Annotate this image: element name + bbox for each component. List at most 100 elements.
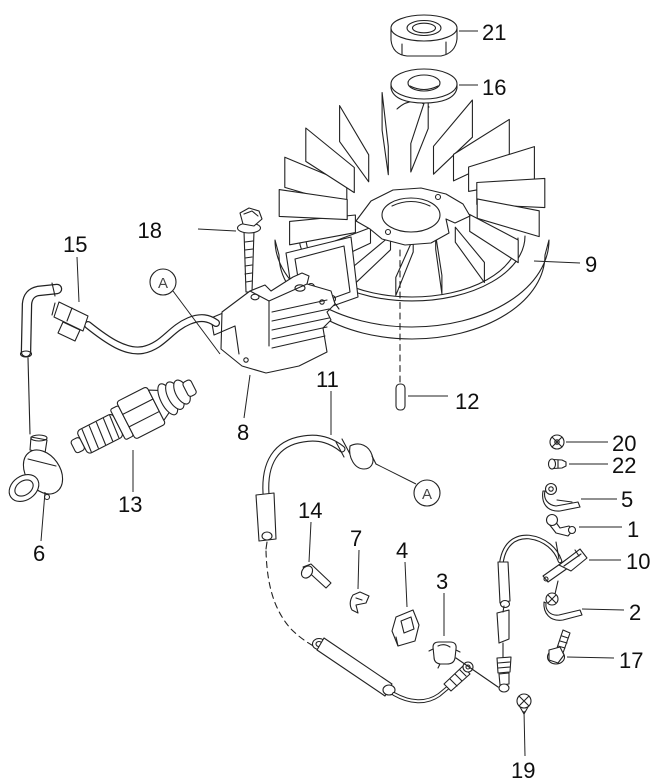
callout-15: 15 [63,232,87,303]
flywheel [274,90,550,385]
cable-clamp-2 [543,592,583,621]
flywheel-fin [289,214,356,246]
control-cable [496,534,563,693]
callout-14: 14 [298,498,322,563]
detail-marker-a-left: A [149,268,221,355]
flywheel-fin [339,105,370,183]
flywheel-fin [469,213,519,264]
flange-bolt-17 [546,629,571,665]
callout-label: 2 [629,600,641,625]
callout-20: 20 [566,431,636,456]
callout-label: 20 [612,431,636,456]
callout-label: 4 [396,538,408,563]
flywheel-fin [432,99,473,175]
callout-label: 9 [585,252,597,277]
flywheel-hub-bore [381,197,441,233]
flywheel-fin [381,92,389,176]
cable-sleeve-lower [496,609,510,644]
callout-16: 16 [459,75,506,100]
callout-label: 19 [511,758,535,783]
callout-13: 13 [118,450,142,517]
ignition-coil [210,272,336,374]
detail-marker-a-right: A [375,463,441,507]
callout-label: 18 [138,218,162,243]
detail-marker-label: A [158,275,168,292]
push-nut-20 [549,434,565,450]
callout-2: 2 [581,600,641,625]
callout-21: 21 [459,20,506,45]
leader-line [172,290,221,355]
callout-label: 15 [63,232,87,257]
flywheel-hub-hole [434,193,442,201]
flywheel-fins-front [278,189,540,296]
callout-12: 12 [408,389,479,414]
cable-end-lever-10 [542,548,588,583]
callout-label: 13 [118,492,142,517]
callout-8: 8 [237,374,251,445]
cable-sleeve-upper [497,561,511,604]
detail-marker-label: A [422,486,432,503]
cable-adjuster [443,665,471,692]
callout-18: 18 [138,218,237,243]
callout-label: 22 [612,453,636,478]
callout-9: 9 [533,252,597,277]
flywheel-key [395,383,406,411]
callout-label: 5 [621,487,633,512]
cable-clamp-5 [542,482,581,512]
bullet-connector [349,443,374,470]
callout-19: 19 [511,710,535,783]
cable-outer-sleeve [316,637,393,697]
cross-screw-19 [516,693,532,715]
callout-label: 16 [482,75,506,100]
flywheel-fins-back [284,90,546,209]
flywheel-fin [395,237,414,296]
callout-6: 6 [33,491,46,566]
clip-7 [349,591,370,614]
callout-10: 10 [589,549,650,574]
bushing-3 [428,641,461,669]
flywheel-rim-band [274,239,550,340]
flywheel-fin [278,189,348,221]
flywheel-fin [476,198,540,238]
throttle-cable [311,637,499,704]
callout-3: 3 [436,569,448,636]
lever-1 [545,513,577,537]
flywheel-fin [435,234,443,295]
callout-label: 12 [455,389,479,414]
callout-label: 17 [619,648,643,673]
callout-label: 1 [627,517,639,542]
coil-mount-bolt [236,207,263,293]
flywheel-washer [390,68,458,104]
callouts: 21 16 9 18 15 8 11 12 [33,20,650,783]
callout-22: 22 [569,453,636,478]
callout-5: 5 [581,487,633,512]
flywheel-fin [476,177,546,209]
callout-7: 7 [350,526,362,590]
callout-label: 8 [237,420,249,445]
wire-sleeve [255,492,277,542]
flywheel-hub-hole [384,228,392,236]
wire-connector-tab [57,321,81,342]
spark-plug [70,379,197,454]
callout-label: 7 [350,526,362,551]
callout-4: 4 [396,538,408,608]
callout-1: 1 [579,517,639,542]
callout-label: 21 [482,20,506,45]
callout-17: 17 [566,648,643,673]
grommet-4 [391,609,420,647]
small-screw-14 [300,563,332,589]
callout-label: 11 [316,367,339,392]
flywheel-hub [355,187,471,246]
flywheel-fin [454,226,485,283]
wire-connector [53,301,89,332]
spark-plug-wire [19,282,220,435]
callout-label: 3 [436,569,448,594]
callout-label: 6 [33,541,45,566]
flywheel-nut [390,14,458,57]
flywheel-fin [305,127,355,194]
spark-plug-cap [8,434,64,502]
callout-label: 10 [626,549,650,574]
callout-label: 14 [298,498,322,523]
